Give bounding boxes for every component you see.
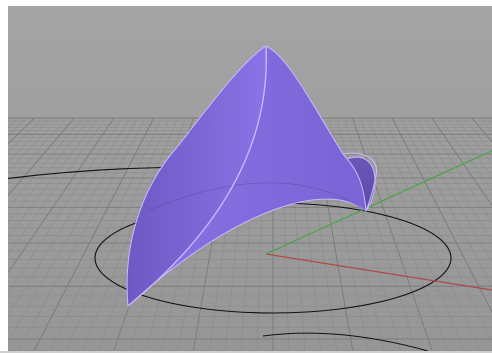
grid-line xyxy=(439,117,492,191)
grid-line xyxy=(455,117,492,165)
grid-line xyxy=(423,117,492,223)
grid-line xyxy=(407,117,492,263)
grid-line xyxy=(384,117,492,344)
loft-surface[interactable] xyxy=(126,45,377,307)
viewport-canvas[interactable] xyxy=(8,6,492,353)
y-axis-line xyxy=(265,150,492,255)
grid-line xyxy=(80,117,178,353)
grid-line xyxy=(8,117,75,197)
grid-line xyxy=(376,117,482,353)
grid-line xyxy=(8,117,115,274)
grid-line xyxy=(8,117,123,294)
perspective-viewport[interactable] xyxy=(8,6,492,353)
grid-line xyxy=(64,117,170,353)
grid-line xyxy=(8,117,59,173)
grid-line xyxy=(352,117,434,353)
grid-line xyxy=(8,117,51,163)
grid-line xyxy=(391,117,492,314)
grid-line xyxy=(368,117,466,353)
grid-line xyxy=(16,117,147,353)
grid-line xyxy=(8,117,139,342)
grid-line xyxy=(8,117,99,238)
grid-line xyxy=(8,117,131,317)
grid-line xyxy=(415,117,492,242)
grid-line xyxy=(336,117,402,353)
x-axis-line xyxy=(265,253,492,291)
grid-line xyxy=(431,117,492,207)
grid-line xyxy=(8,117,83,209)
viewport-bottom-border xyxy=(0,351,492,353)
grid-line xyxy=(8,117,107,255)
grid-line xyxy=(32,117,155,353)
outer-circle-curve-lower[interactable] xyxy=(262,332,429,352)
grid-line xyxy=(48,117,162,353)
grid-line xyxy=(8,117,91,223)
grid-line xyxy=(8,117,67,184)
grid-line xyxy=(399,117,492,287)
surface-tip-edge[interactable] xyxy=(342,152,377,212)
surface-ridge-edge[interactable] xyxy=(127,45,267,307)
surface-hidden-isocurve xyxy=(147,182,367,212)
grid-line xyxy=(360,117,450,353)
